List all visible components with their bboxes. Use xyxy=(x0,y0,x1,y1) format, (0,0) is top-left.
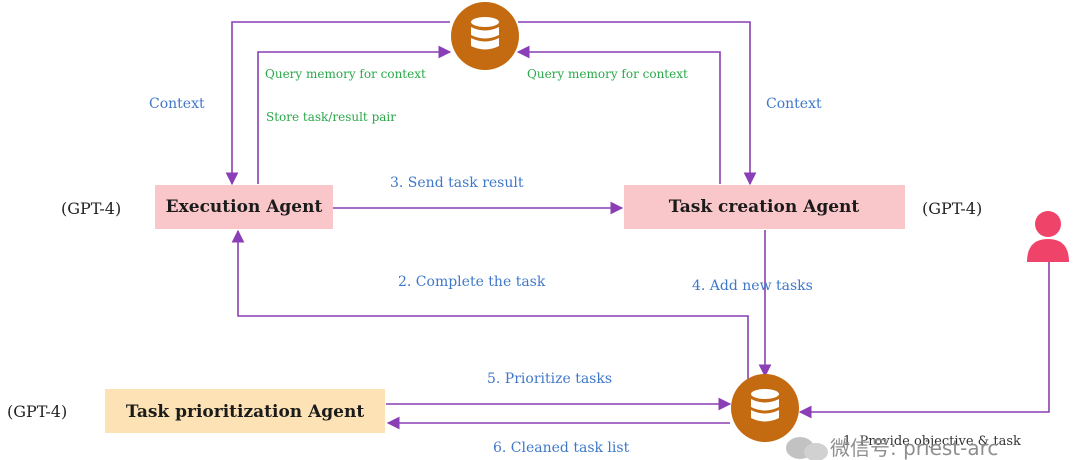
query-edge-right xyxy=(516,45,721,184)
task-creation-agent-box xyxy=(624,185,905,229)
add-tasks-label: 4. Add new tasks xyxy=(692,278,813,294)
context-label-right: Context xyxy=(766,96,822,112)
complete-task-edge xyxy=(231,229,749,382)
wechat-icon xyxy=(786,437,828,460)
execution-agent-box xyxy=(155,185,333,229)
context-edge-right xyxy=(518,21,757,186)
execution-agent-label: Execution Agent xyxy=(166,197,323,217)
context-edge-left xyxy=(225,21,450,186)
store-pair-label: Store task/result pair xyxy=(266,110,396,124)
provide-objective-label: 1. Provide objective & task xyxy=(843,434,1021,449)
memory-database-icon xyxy=(451,2,519,70)
prioritize-label: 5. Prioritize tasks xyxy=(487,371,612,387)
model-label-task-creation: (GPT-4) xyxy=(922,199,982,218)
task-prioritization-agent-box xyxy=(105,389,385,433)
task-prioritization-agent-label: Task prioritization Agent xyxy=(126,402,365,422)
watermark-text: 微信号: priest-arc xyxy=(830,436,998,460)
task-creation-agent-label: Task creation Agent xyxy=(669,197,860,217)
cleaned-list-label: 6. Cleaned task list xyxy=(493,440,630,456)
task-queue-database-icon xyxy=(731,374,799,442)
send-result-label: 3. Send task result xyxy=(390,175,524,191)
model-label-prioritization: (GPT-4) xyxy=(7,402,67,421)
objective-edge xyxy=(798,262,1050,419)
store-edge-left xyxy=(257,45,452,184)
query-memory-label-left: Query memory for context xyxy=(265,67,426,81)
user-icon xyxy=(1027,211,1069,262)
model-label-execution: (GPT-4) xyxy=(61,199,121,218)
context-label-left: Context xyxy=(149,96,205,112)
complete-task-label: 2. Complete the task xyxy=(398,274,546,290)
query-memory-label-right: Query memory for context xyxy=(527,67,688,81)
